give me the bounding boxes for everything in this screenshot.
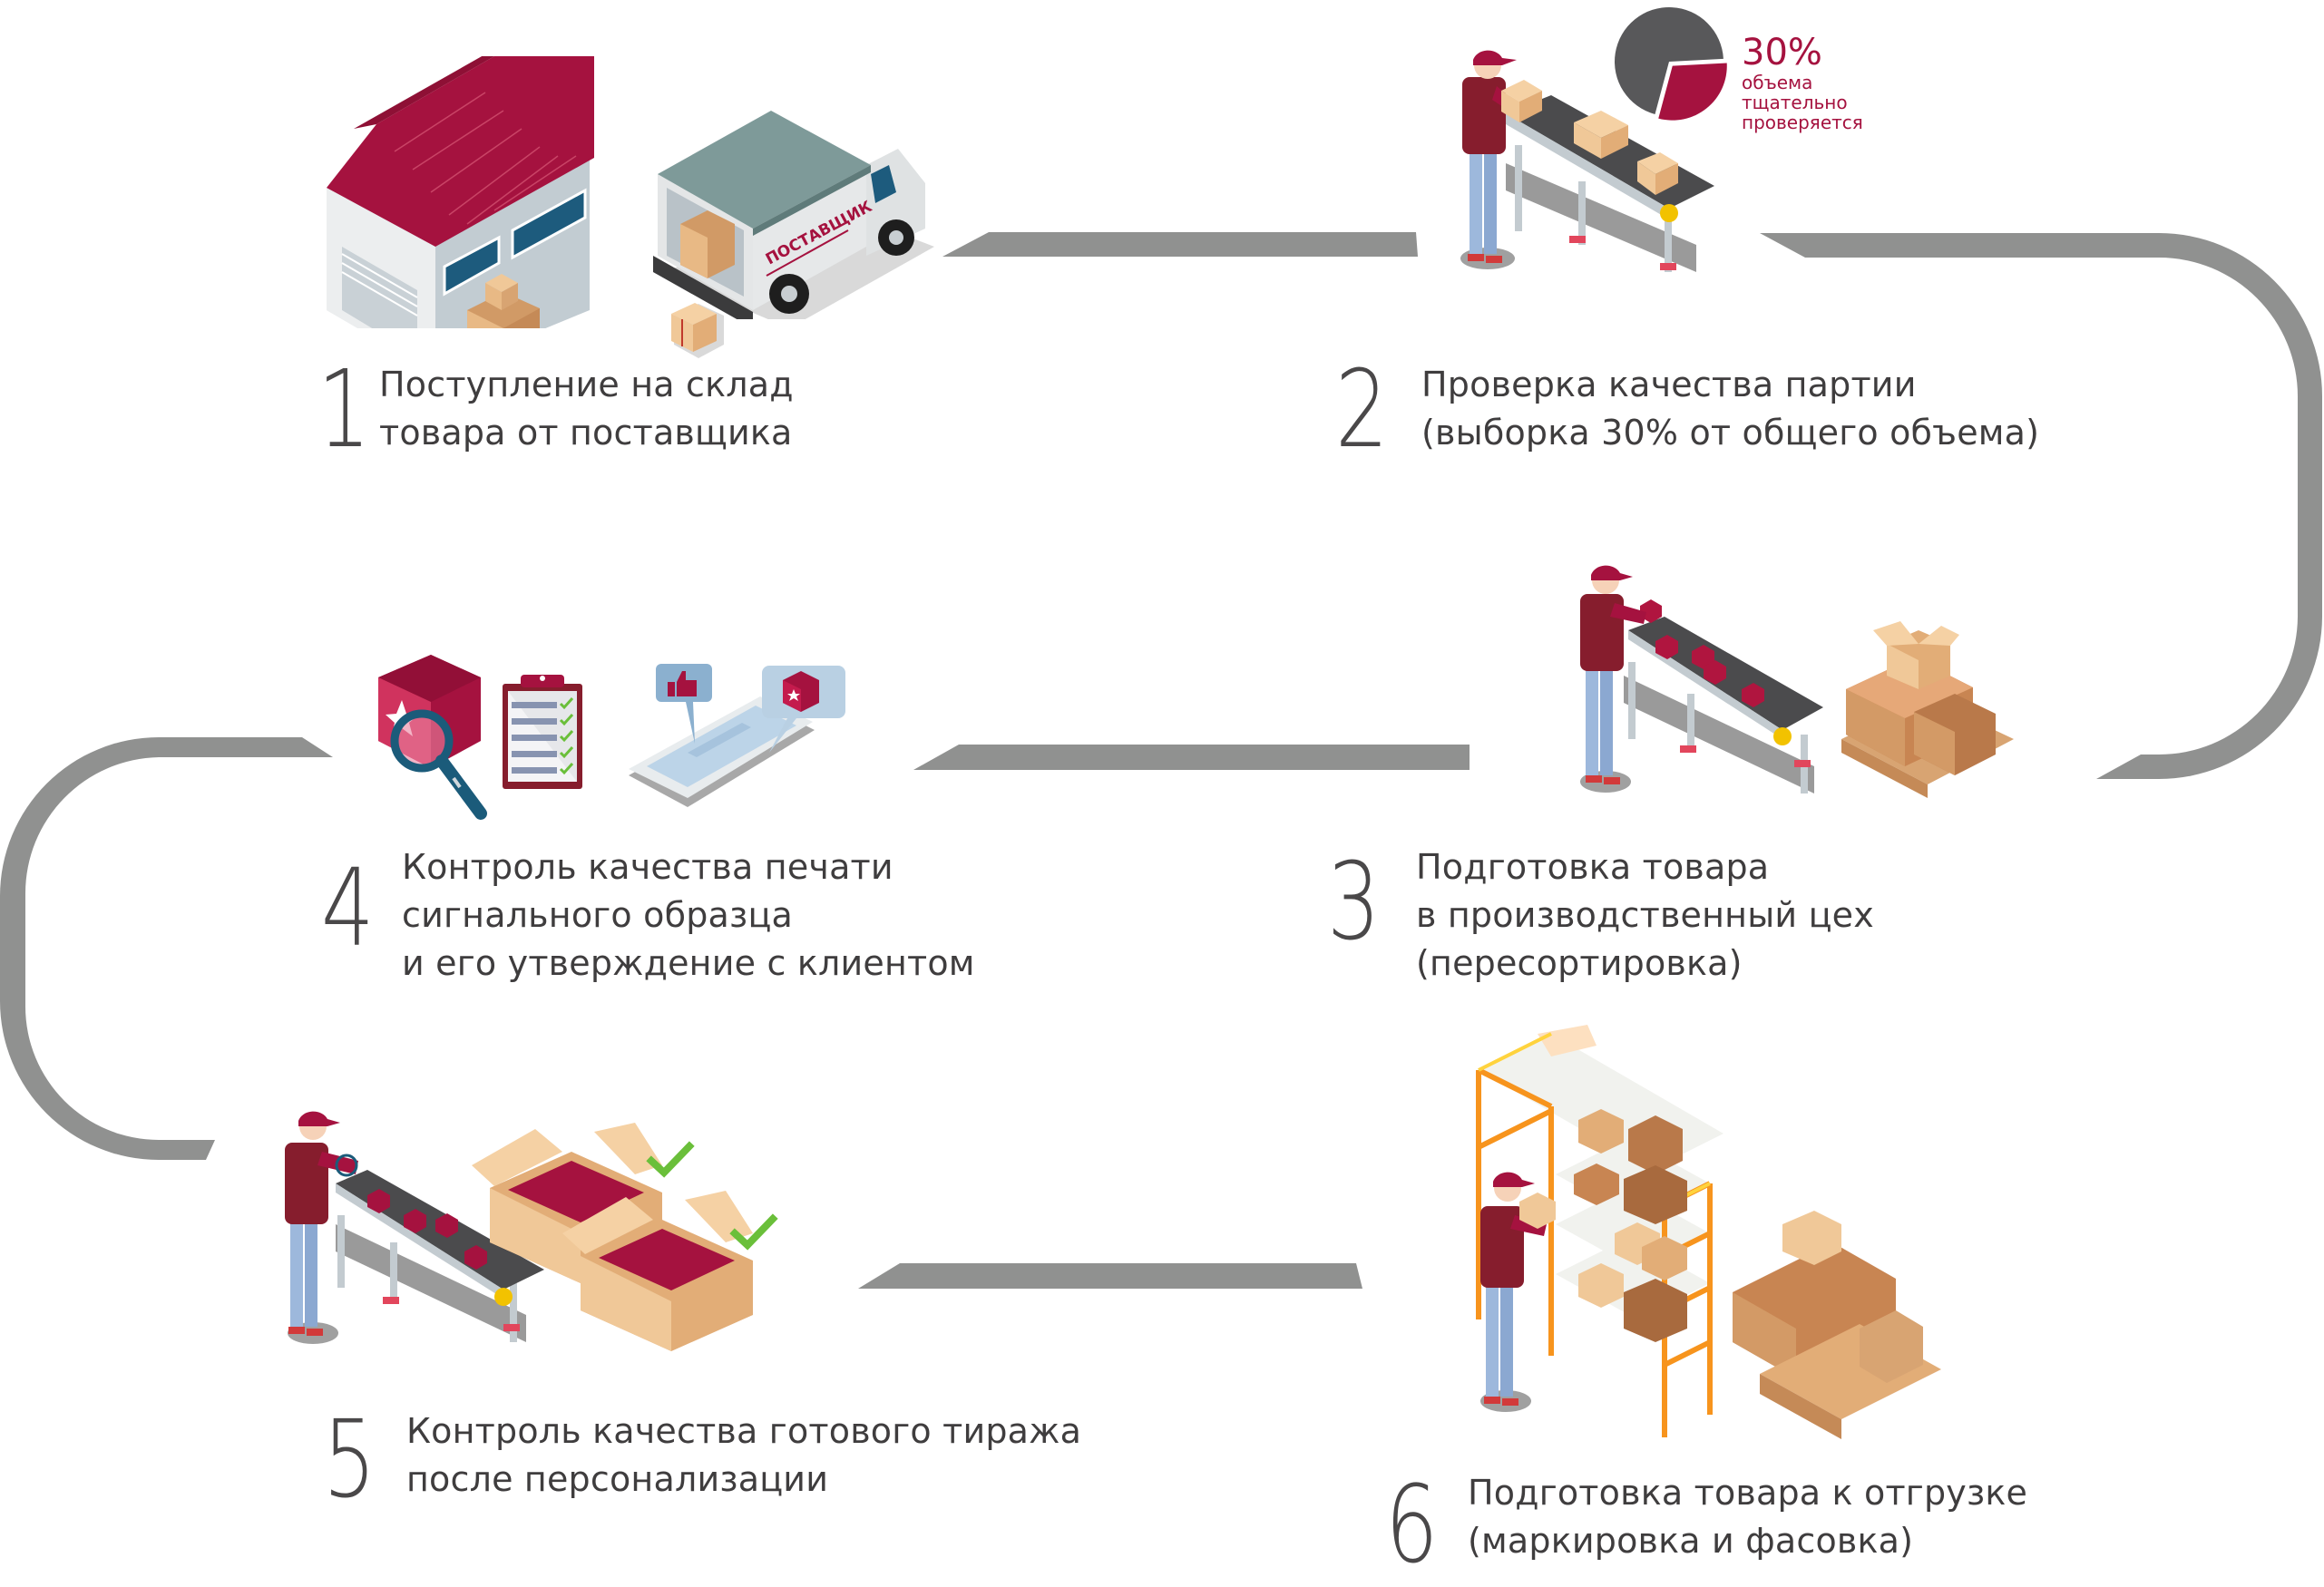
thumbs-up-icon <box>656 664 712 744</box>
quality-check-conveyor-illustration <box>1460 50 1714 272</box>
step-2-line-1: Проверка качества партии <box>1421 365 1917 404</box>
step-6-description: Подготовка товара к отгрузке (маркировка… <box>1468 1469 2027 1565</box>
step-number-4: 4 <box>321 845 375 970</box>
step-number-3: 3 <box>1327 839 1381 964</box>
shelving-rack-icon <box>1476 1025 1941 1439</box>
sample-percent: 30% <box>1742 32 1822 73</box>
final-inspection-illustration <box>285 1111 778 1351</box>
step-4-description: Контроль качества печати сигнального обр… <box>402 843 975 988</box>
sample-caption-2: тщательно <box>1742 92 1848 113</box>
track-segment-1-2 <box>942 232 1418 257</box>
step-number-6: 6 <box>1385 1462 1439 1587</box>
step-1-line-1: Поступление на склад <box>379 365 794 404</box>
smartphone-icon <box>629 664 845 807</box>
track-segment-3-4 <box>913 745 1470 770</box>
cardboard-box-icon <box>671 303 724 358</box>
sample-caption-1: объема <box>1742 72 1813 93</box>
step-3-line-2: в производственный цех <box>1416 895 1874 935</box>
step-4-line-2: сигнального образца <box>402 895 794 935</box>
step-number-1: 1 <box>317 346 371 472</box>
track-segment-5-6 <box>858 1263 1362 1289</box>
step-5-line-2: после персонализации <box>406 1459 829 1499</box>
warehouse-icon <box>327 56 594 328</box>
step-4-line-3: и его утверждение с клиентом <box>402 943 975 983</box>
step-2-description: Проверка качества партии (выборка 30% от… <box>1421 361 2039 457</box>
step-6-line-1: Подготовка товара к отгрузке <box>1468 1473 2028 1513</box>
checkmark-icon <box>646 1141 778 1251</box>
step-3-line-1: Подготовка товара <box>1416 847 1770 887</box>
sorting-conveyor-illustration <box>1580 565 2014 798</box>
pie-slice-remaining <box>1615 7 1723 114</box>
step-1-description: Поступление на склад товара от поставщик… <box>379 361 794 457</box>
magnifier-icon <box>378 655 487 820</box>
step-1-line-2: товара от поставщика <box>379 413 793 453</box>
worker-icon <box>1480 1172 1556 1412</box>
step-2-line-2: (выборка 30% от общего объема) <box>1421 413 2040 453</box>
worker-icon <box>285 1111 358 1344</box>
step-number-5: 5 <box>323 1397 376 1522</box>
worker-icon <box>1460 50 1542 269</box>
step-3-line-3: (пересортировка) <box>1416 943 1743 983</box>
checklist-clipboard-icon <box>503 675 582 789</box>
pie-slice-sampled <box>1658 63 1727 121</box>
step-6-line-2: (маркировка и фасовка) <box>1468 1521 1914 1561</box>
worker-icon <box>1580 565 1646 793</box>
step-4-line-1: Контроль качества печати <box>402 847 893 887</box>
step-5-line-1: Контроль качества готового тиража <box>406 1411 1082 1451</box>
track-curve-2-3 <box>1760 233 2322 779</box>
sample-caption-3: проверяется <box>1742 112 1863 133</box>
step-5-description: Контроль качества готового тиража после … <box>406 1407 1081 1504</box>
step-number-2: 2 <box>1335 346 1389 472</box>
sample-callout: 30% объема тщательно проверяется <box>1742 33 1863 132</box>
delivery-truck-icon: ПОСТАВЩИК <box>653 111 934 319</box>
pie-chart-icon <box>1615 7 1727 121</box>
step-3-description: Подготовка товара в производственный цех… <box>1416 843 1874 988</box>
